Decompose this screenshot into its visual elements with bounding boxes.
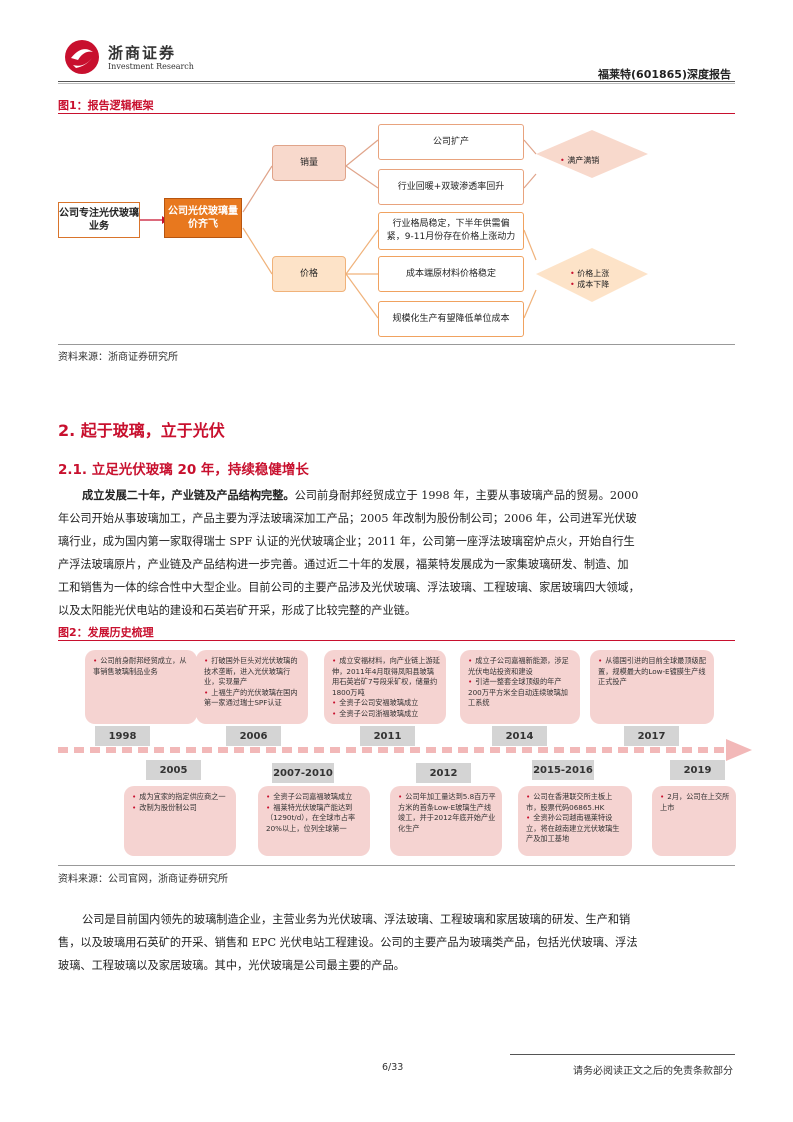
timeline-event-2012: 公司年加工量达到5.8百万平方米的首条Low-E玻璃生产线竣工，并于2012年底… bbox=[390, 786, 502, 856]
event-item: 上福生产的光伏玻璃在国内第一家通过瑞士SPF认证 bbox=[204, 688, 302, 709]
section-title: 2. 起于玻璃，立于光伏 bbox=[58, 421, 225, 440]
footer-divider bbox=[510, 1054, 735, 1055]
para-line: 玻璃、工程玻璃以及家居玻璃。其中，光伏玻璃是公司最主要的产品。 bbox=[58, 959, 405, 972]
para-lead: 成立发展二十年，产业链及产品结构完整。 bbox=[82, 488, 295, 502]
event-item: 成立安福材料，向产业链上游延伸，2011年4月取得凤阳县玻璃用石英岩矿7号段采矿… bbox=[332, 656, 440, 698]
timeline-event-2011: 成立安福材料，向产业链上游延伸，2011年4月取得凤阳县玻璃用石英岩矿7号段采矿… bbox=[324, 650, 446, 724]
start-box: 公司专注光伏玻璃业务 bbox=[58, 202, 140, 238]
volume-result-item: • 满产满销 bbox=[560, 156, 600, 165]
timeline-event-2006: 打破国外巨头对光伏玻璃的技术垄断，进入光伏玻璃行业，实现量产 上福生产的光伏玻璃… bbox=[196, 650, 308, 724]
figure1-top-rule bbox=[58, 113, 735, 114]
brand-logo-icon bbox=[65, 40, 99, 74]
timeline-event-2017: 从德国引进的目前全球最顶级配置，规模最大的Low-E镀膜生产线正式投产 bbox=[590, 650, 714, 724]
para-line: 以及太阳能光伏电站的建设和石英岩矿开采，形成了比较完整的产业链。 bbox=[58, 604, 417, 617]
para-line: 工和销售为一体的综合性中大型企业。目前公司的主要产品涉及光伏玻璃、浮法玻璃、工程… bbox=[58, 581, 640, 594]
volume-item: 公司扩产 bbox=[378, 124, 524, 160]
para-line: 产浮法玻璃原片，产业链及产品结构进一步完善。通过近二十年的发展，福莱特发展成为一… bbox=[58, 558, 629, 571]
figure1-bottom-rule bbox=[58, 344, 735, 345]
paragraph-main-business: 公司是目前国内领先的玻璃制造企业，主营业务为光伏玻璃、浮法玻璃、工程玻璃和家居玻… bbox=[58, 908, 738, 977]
year-label-2005: 2005 bbox=[146, 760, 201, 780]
event-item: 全资子公司安福玻璃成立 bbox=[332, 698, 440, 709]
event-item: 打破国外巨头对光伏玻璃的技术垄断，进入光伏玻璃行业，实现量产 bbox=[204, 656, 302, 688]
price-branch: 价格 bbox=[272, 256, 346, 292]
year-label-2017: 2017 bbox=[624, 726, 679, 746]
subsection-title: 2.1. 立足光伏玻璃 20 年，持续稳健增长 bbox=[58, 462, 309, 478]
header-divider bbox=[58, 81, 735, 82]
year-label-2012: 2012 bbox=[416, 763, 471, 783]
para-line: 年公司开始从事玻璃加工，产品主要为浮法玻璃深加工产品；2005 年改制为股份制公… bbox=[58, 512, 637, 525]
event-item: 全资子公司浙福玻璃成立 bbox=[332, 709, 440, 720]
main-thesis-box: 公司光伏玻璃量价齐飞 bbox=[164, 198, 242, 238]
figure1-source: 资料来源：浙商证券研究所 bbox=[58, 352, 178, 363]
event-item: 全资孙公司越南福莱特设立，将在越南建立光伏玻璃生产及加工基地 bbox=[526, 813, 626, 845]
para-line: 璃行业，成为国内第一家取得瑞士 SPF 认证的光伏玻璃企业；2011 年，公司第… bbox=[58, 535, 635, 548]
report-title: 福莱特(601865)深度报告 bbox=[598, 68, 731, 81]
volume-branch: 销量 bbox=[272, 145, 346, 181]
price-result: • 价格上涨 • 成本下降 bbox=[570, 268, 609, 290]
timeline-event-1998: 公司前身耐邦经贸成立，从事销售玻璃制品业务 bbox=[85, 650, 197, 724]
timeline-event-2015-2016: 公司在香港联交所主板上市，股票代码06865.HK 全资孙公司越南福莱特设立，将… bbox=[518, 786, 632, 856]
timeline-event-2019: 2月，公司在上交所上市 bbox=[652, 786, 736, 856]
event-item: 公司年加工量达到5.8百万平方米的首条Low-E玻璃生产线竣工，并于2012年底… bbox=[398, 792, 496, 834]
event-item: 公司在香港联交所主板上市，股票代码06865.HK bbox=[526, 792, 626, 813]
event-item: 改制为股份制公司 bbox=[132, 803, 230, 814]
year-label-2019: 2019 bbox=[670, 760, 725, 780]
brand-english-name: Investment Research bbox=[108, 62, 194, 71]
price-result-shape bbox=[536, 248, 648, 302]
volume-result: • 满产满销 bbox=[560, 155, 599, 166]
event-item: 福莱特光伏玻璃产能达到（1290t/d），在全球市占率20%以上，位列全球第一 bbox=[266, 803, 364, 835]
timeline-event-2014: 成立子公司嘉福新能源，涉足光伏电站投资和建设 引进一整套全球顶级的年产200万平… bbox=[460, 650, 580, 724]
brand-name: 浙商证券 bbox=[108, 44, 177, 62]
para-line: 售，以及玻璃用石英矿的开采、销售和 EPC 光伏电站工程建设。公司的主要产品为玻… bbox=[58, 936, 638, 949]
timeline-event-2007-2010: 全资子公司嘉福玻璃成立 福莱特光伏玻璃产能达到（1290t/d），在全球市占率2… bbox=[258, 786, 370, 856]
event-item: 成立子公司嘉福新能源，涉足光伏电站投资和建设 bbox=[468, 656, 574, 677]
timeline-arrow bbox=[58, 739, 752, 761]
year-label-2006: 2006 bbox=[226, 726, 281, 746]
volume-item: 行业回暖+双玻渗透率回升 bbox=[378, 169, 524, 205]
volume-result-shape bbox=[536, 130, 648, 178]
event-item: 从德国引进的目前全球最顶级配置，规模最大的Low-E镀膜生产线正式投产 bbox=[598, 656, 708, 688]
figure1-connectors bbox=[140, 130, 648, 319]
year-label-1998: 1998 bbox=[95, 726, 150, 746]
figure1-title: 图1：报告逻辑框架 bbox=[58, 99, 154, 112]
paragraph-company-history: 成立发展二十年，产业链及产品结构完整。公司前身耐邦经贸成立于 1998 年，主要… bbox=[58, 484, 738, 622]
event-item: 引进一整套全球顶级的年产200万平方米全自动连续玻璃加工系统 bbox=[468, 677, 574, 709]
figure2-title: 图2：发展历史梳理 bbox=[58, 626, 154, 639]
year-label-2015-2016: 2015-2016 bbox=[532, 760, 594, 780]
page-number: 6/33 bbox=[382, 1062, 404, 1073]
figure2-top-rule bbox=[58, 640, 735, 641]
year-label-2014: 2014 bbox=[492, 726, 547, 746]
price-item: 行业格局稳定，下半年供需偏紧，9-11月份存在价格上涨动力 bbox=[378, 212, 524, 250]
para-line: 成立发展二十年，产业链及产品结构完整。公司前身耐邦经贸成立于 1998 年，主要… bbox=[82, 488, 639, 502]
price-result-item: • 价格上涨 bbox=[570, 269, 610, 278]
price-item: 成本端原材料价格稳定 bbox=[378, 256, 524, 292]
header-divider-secondary bbox=[58, 83, 735, 84]
para-line: 公司是目前国内领先的玻璃制造企业，主营业务为光伏玻璃、浮法玻璃、工程玻璃和家居玻… bbox=[82, 913, 631, 926]
timeline-event-2005: 成为宜家的指定供应商之一 改制为股份制公司 bbox=[124, 786, 236, 856]
event-item: 2月，公司在上交所上市 bbox=[660, 792, 730, 813]
price-result-item: • 成本下降 bbox=[570, 280, 610, 289]
year-label-2007-2010: 2007-2010 bbox=[272, 763, 334, 783]
figure2-source: 资料来源：公司官网，浙商证券研究所 bbox=[58, 874, 228, 885]
disclaimer: 请务必阅读正文之后的免责条款部分 bbox=[573, 1066, 733, 1077]
price-item: 规模化生产有望降低单位成本 bbox=[378, 301, 524, 337]
event-item: 公司前身耐邦经贸成立，从事销售玻璃制品业务 bbox=[93, 656, 191, 677]
figure2-bottom-rule bbox=[58, 865, 735, 866]
event-item: 成为宜家的指定供应商之一 bbox=[132, 792, 230, 803]
event-item: 全资子公司嘉福玻璃成立 bbox=[266, 792, 364, 803]
year-label-2011: 2011 bbox=[360, 726, 415, 746]
